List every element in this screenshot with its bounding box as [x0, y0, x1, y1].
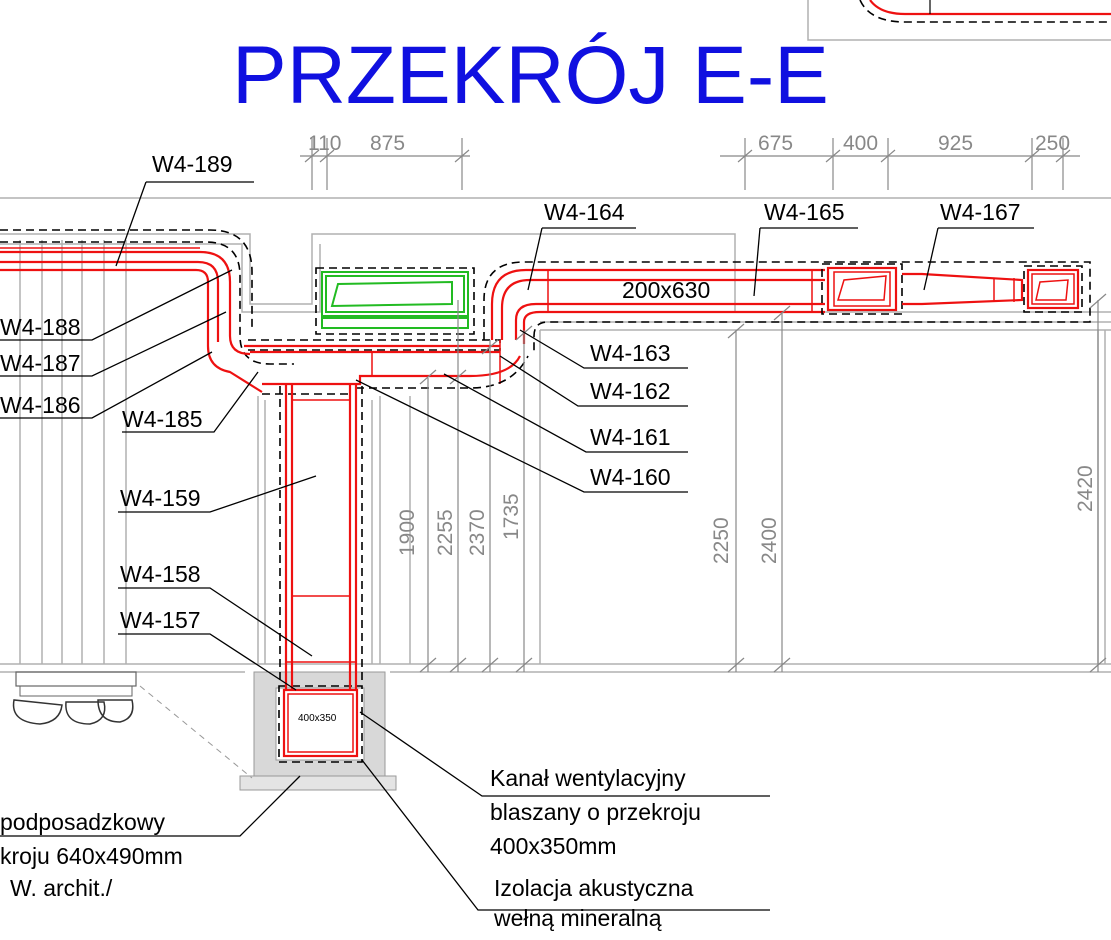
label-w4-189: W4-189: [152, 151, 233, 177]
label-w4-187: W4-187: [0, 350, 81, 376]
label-w4-185: W4-185: [122, 406, 203, 432]
detail-frame: [807, 0, 1111, 41]
floor-channel: 400x350: [239, 671, 397, 791]
label-w4-158: W4-158: [120, 561, 201, 587]
label-w4-186: W4-186: [0, 392, 81, 418]
note-insulation-line2: wełną mineralną: [493, 905, 662, 931]
note-duct-line1: Kanał wentylacyjny: [490, 765, 686, 791]
dim-110: 110: [308, 132, 341, 155]
vertical-dimensions: 1900 2255 2370 1735 2250 2400 2420: [396, 293, 1107, 673]
label-w4-163: W4-163: [590, 340, 671, 366]
duct-left-run: [0, 229, 294, 393]
dim-250: 250: [1035, 132, 1070, 155]
dim-675: 675: [758, 132, 793, 155]
label-w4-160: W4-160: [590, 464, 671, 490]
dim-2420: 2420: [1074, 465, 1097, 512]
dim-2250: 2250: [710, 517, 733, 564]
duct-right-run: 200x630: [483, 261, 1091, 352]
duct-size-label: 200x630: [622, 277, 710, 303]
small-duct-size: 400x350: [298, 713, 337, 724]
diffuser: [315, 267, 475, 335]
note-duct-line2: blaszany o przekroju: [490, 799, 701, 825]
dim-1735: 1735: [500, 493, 523, 540]
dim-2370: 2370: [466, 509, 489, 556]
label-w4-188: W4-188: [0, 314, 81, 340]
label-w4-165: W4-165: [764, 199, 845, 225]
dim-875: 875: [370, 132, 405, 155]
seating: [12, 671, 253, 779]
note-duct-line3: 400x350mm: [490, 833, 617, 859]
dim-2255: 2255: [434, 509, 457, 556]
label-w4-162: W4-162: [590, 378, 671, 404]
duct-dampers: [821, 263, 1083, 315]
leaders: [0, 181, 1034, 911]
notes: Kanał wentylacyjny blaszany o przekroju …: [0, 765, 701, 931]
label-w4-164: W4-164: [544, 199, 625, 225]
dim-2400: 2400: [758, 517, 781, 564]
label-w4-167: W4-167: [940, 199, 1021, 225]
note-floor-line1: podposadzkowy: [0, 809, 165, 835]
part-labels: W4-189 W4-188 W4-187 W4-186 W4-185 W4-16…: [0, 151, 1021, 633]
dim-1900: 1900: [396, 509, 419, 556]
dim-925: 925: [938, 132, 973, 155]
dimension-chain: 110 875 675 400 925 250: [300, 132, 1080, 190]
label-w4-159: W4-159: [120, 485, 201, 511]
dim-400: 400: [843, 132, 878, 155]
note-floor-line3: W. archit./: [10, 875, 113, 901]
note-floor-line2: kroju 640x490mm: [0, 843, 183, 869]
label-w4-161: W4-161: [590, 424, 671, 450]
label-w4-157: W4-157: [120, 607, 201, 633]
duct-riser: [279, 384, 363, 690]
note-insulation-line1: Izolacja akustyczna: [494, 875, 694, 901]
section-title: PRZEKRÓJ E-E: [232, 30, 829, 121]
